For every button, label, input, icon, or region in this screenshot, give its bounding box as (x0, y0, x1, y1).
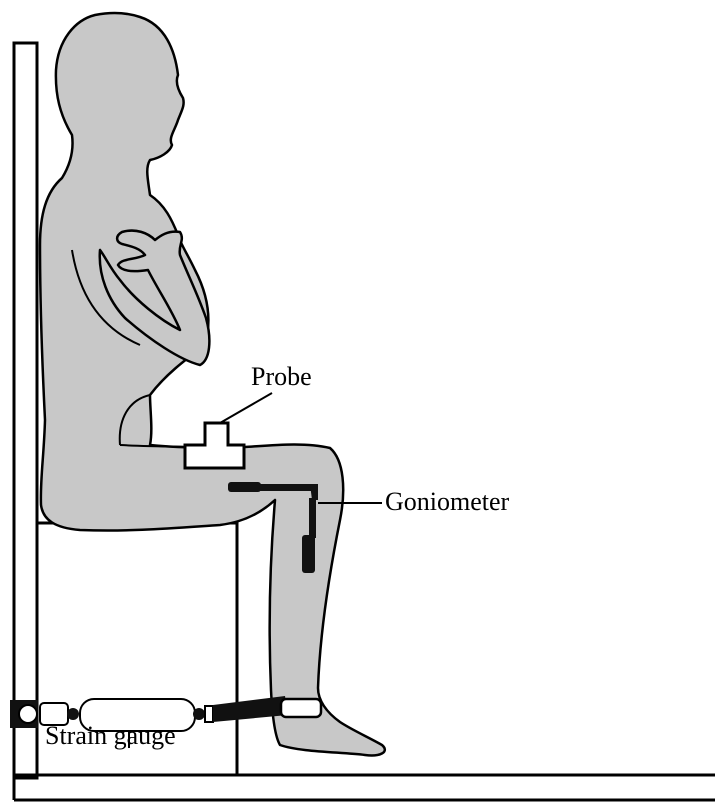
backrest-post (14, 43, 37, 778)
goniometer-label: Goniometer (385, 489, 509, 515)
probe-label: Probe (251, 364, 312, 390)
floor (14, 775, 715, 800)
strain-gauge-label: Strain gauge (45, 723, 176, 749)
